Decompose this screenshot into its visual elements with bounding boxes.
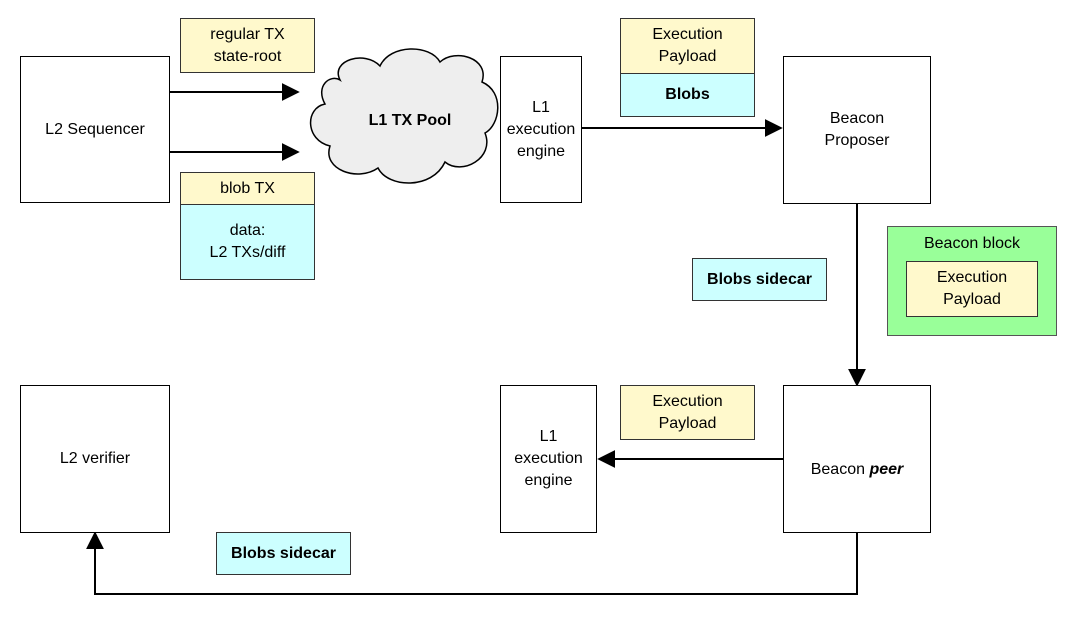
regular-tx-label: regular TX state-root xyxy=(210,25,285,65)
beacon-block-payload-label: Execution Payload xyxy=(936,269,1008,308)
l2-verifier-label: L2 verifier xyxy=(59,450,131,467)
execution-payload-bottom: Execution Payload xyxy=(620,385,755,440)
beacon-block-title: Beacon block xyxy=(923,235,1021,252)
blobs-sidecar-middle-label: Blobs sidecar xyxy=(707,270,812,288)
blobs-sidecar-bottom: Blobs sidecar xyxy=(216,532,351,575)
blob-tx-data: data: L2 TXs/diff xyxy=(180,204,315,280)
blob-tx-data-label: data: L2 TXs/diff xyxy=(209,222,286,261)
l1-engine-top-label: L1 execution engine xyxy=(506,98,576,160)
l1-engine-bottom-label: L1 execution engine xyxy=(514,428,583,489)
blobs-sidecar-middle: Blobs sidecar xyxy=(692,258,827,301)
beacon-peer-prefix: Beacon xyxy=(810,461,870,478)
beacon-peer-emphasis: peer xyxy=(869,461,904,478)
l1-tx-pool-cloud xyxy=(309,48,499,184)
blobs-top: Blobs xyxy=(620,73,755,117)
beacon-block-execution-payload: Execution Payload xyxy=(906,261,1038,317)
beacon-peer-label: Beacon peer xyxy=(811,437,904,481)
beacon-proposer-box: Beacon Proposer xyxy=(783,56,931,204)
regular-tx-note: regular TX state-root xyxy=(180,18,315,73)
execution-payload-top: Execution Payload xyxy=(620,18,755,74)
execution-payload-top-label: Execution Payload xyxy=(652,26,723,65)
beacon-proposer-label: Beacon Proposer xyxy=(824,110,890,149)
l2-sequencer-box: L2 Sequencer xyxy=(20,56,170,203)
blob-tx-header: blob TX xyxy=(180,172,315,205)
blobs-top-label: Blobs xyxy=(665,86,710,103)
execution-payload-bottom-label: Execution Payload xyxy=(652,392,723,432)
blob-tx-label: blob TX xyxy=(220,179,275,197)
beacon-peer-box: Beacon peer xyxy=(783,385,931,533)
l1-tx-pool-label: L1 TX Pool xyxy=(368,112,452,129)
blobs-sidecar-bottom-label: Blobs sidecar xyxy=(231,544,336,562)
arrow-peer-to-verifier xyxy=(86,531,858,595)
beacon-block: Beacon block Execution Payload xyxy=(887,226,1057,336)
l2-sequencer-label: L2 Sequencer xyxy=(45,120,145,138)
l1-execution-engine-top: L1 execution engine xyxy=(500,56,582,203)
l2-verifier-box: L2 verifier xyxy=(20,385,170,533)
l1-execution-engine-bottom: L1 execution engine xyxy=(500,385,597,533)
